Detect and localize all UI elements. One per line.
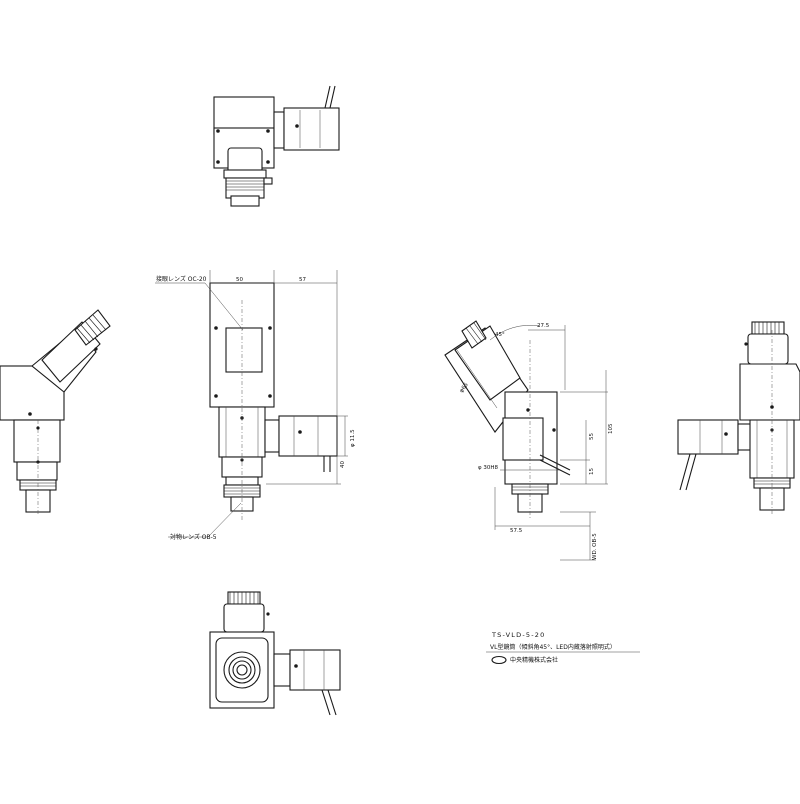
bottom-view (209, 591, 341, 716)
dim-front-width: 50 (236, 277, 243, 283)
dim-body-dia: φ 30H8 (478, 465, 499, 471)
model-number: TS-VLD-5-20 (491, 631, 545, 639)
dim-objective-len: WD. OB-5 (592, 533, 598, 560)
dim-front-offset: 57 (299, 277, 306, 283)
objective-lens-label: 対物レンズ OB-5 (170, 533, 217, 541)
eyepiece-lens-label: 接眼レンズ OC-20 (156, 275, 207, 283)
front-view (155, 270, 348, 538)
dim-lamp-height: 40 (340, 461, 346, 468)
product-description: VL型鏡筒（傾斜角45°、LED内蔵落射照明式） (490, 643, 616, 651)
dim-side-bottom: 57.5 (510, 528, 523, 534)
dim-lamp-dia: φ 11.5 (350, 429, 356, 447)
top-view (213, 85, 340, 207)
section-view (444, 320, 608, 561)
dim-height-105: 105 (608, 423, 614, 434)
dim-tilt-angle: 45° (495, 332, 505, 338)
title-block (486, 651, 640, 665)
dim-height-55: 55 (589, 433, 595, 440)
dim-eyepiece-len: φ65 (459, 382, 470, 395)
left-side-view (0, 309, 111, 515)
right-side-view (677, 321, 800, 515)
company-name: 中央精機株式会社 (510, 656, 558, 664)
dim-side-top: 27.5 (537, 323, 550, 329)
dim-height-15: 15 (589, 468, 595, 475)
